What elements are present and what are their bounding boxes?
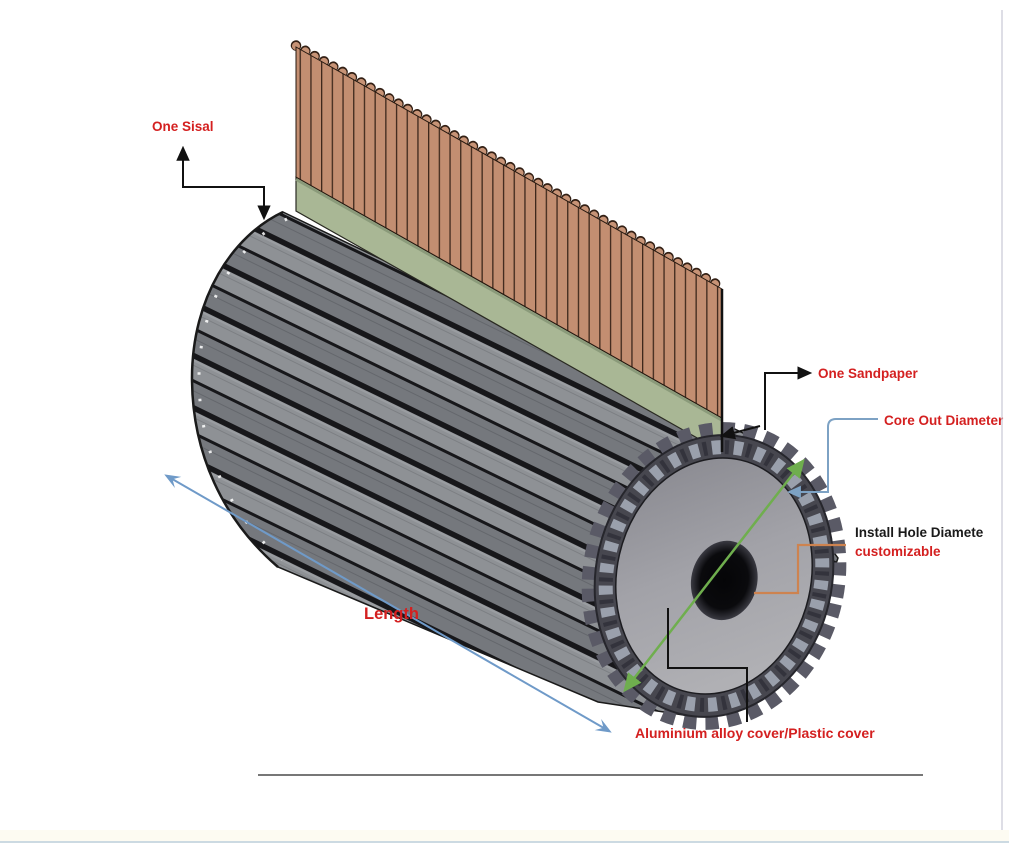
customizable-label: customizable bbox=[855, 544, 941, 559]
one-sisal-label: One Sisal bbox=[152, 119, 214, 134]
aluminium-cover-label: Aluminium alloy cover/Plastic cover bbox=[635, 725, 875, 741]
flap-end-gaps bbox=[197, 217, 288, 562]
core-diameter-dimension-line bbox=[623, 458, 805, 693]
aluminium-cover-pointer-line bbox=[667, 608, 748, 722]
install-hole-pointer-line bbox=[754, 543, 846, 595]
ring-slot-faces bbox=[598, 440, 830, 712]
sisal-strip-wall bbox=[290, 40, 728, 452]
sisal-bump-tops bbox=[292, 42, 726, 292]
one-sisal-arrow bbox=[176, 145, 271, 221]
install-hole-diameter-label: Install Hole Diamete bbox=[855, 525, 984, 540]
length-label: Length bbox=[364, 605, 419, 623]
one-sandpaper-arrow bbox=[764, 366, 813, 430]
bottom-strip bbox=[0, 830, 1009, 842]
one-sandpaper-pointer bbox=[719, 425, 761, 440]
core-out-diameter-label: Core Out Diameter bbox=[884, 413, 1004, 428]
one-sandpaper-label: One Sandpaper bbox=[818, 366, 919, 381]
core-out-diameter-arrow bbox=[786, 418, 878, 499]
length-dimension-arrow bbox=[164, 474, 612, 733]
